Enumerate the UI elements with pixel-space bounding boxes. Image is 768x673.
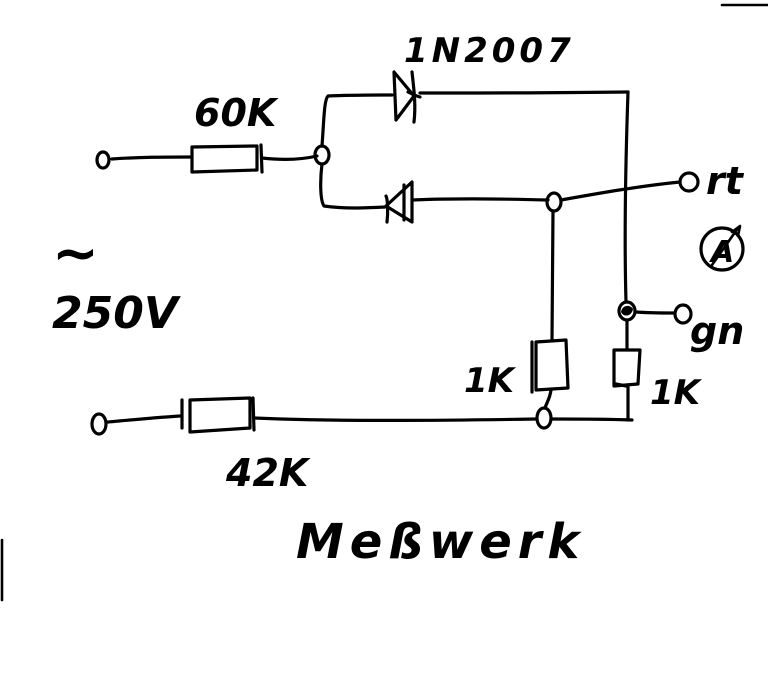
- label-resistor-1k-left: 1K: [464, 361, 517, 401]
- wire-diode-lower-to-node: [410, 197, 550, 202]
- input-terminal-top: [95, 150, 111, 170]
- wire-bottom-rail-right: [550, 417, 634, 422]
- label-terminal-red: rt: [706, 159, 745, 203]
- label-resistor-60k: 60K: [194, 91, 279, 135]
- wire-shunt-left-top: [550, 209, 555, 342]
- input-terminal-bottom: [90, 412, 108, 436]
- junction-green: [617, 300, 637, 322]
- wire-resistor-60k-to-node: [260, 154, 319, 161]
- diode-upper: [392, 70, 422, 124]
- junction-red: [545, 191, 563, 213]
- diode-lower: [384, 180, 414, 224]
- label-supply-voltage: 250V: [52, 288, 181, 339]
- label-terminal-green: gn: [690, 309, 744, 353]
- wire-to-terminal-green: [634, 310, 676, 315]
- wire-to-terminal-red: [559, 180, 682, 202]
- wire-diode-lower-branch: [319, 162, 387, 210]
- wire-shunt-left-bottom: [543, 388, 553, 410]
- label-supply-symbol: ~: [52, 221, 99, 286]
- ammeter-icon: [699, 224, 745, 272]
- label-meter-symbol: A: [709, 235, 734, 270]
- label-resistor-1k-right: 1K: [650, 373, 703, 413]
- wire-input-top: [110, 155, 194, 161]
- wire-bottom-rail: [252, 416, 538, 422]
- resistor-42k: [180, 396, 256, 434]
- terminal-red: [678, 171, 700, 193]
- label-resistor-42k: 42K: [225, 451, 311, 495]
- resistor-1k-left: [530, 338, 570, 394]
- wire-diode-upper-branch: [320, 93, 394, 148]
- resistor-60k: [190, 143, 264, 174]
- junction-bottom-left: [535, 406, 553, 430]
- wire-right-rail: [623, 90, 630, 304]
- wire-input-bottom: [106, 414, 182, 424]
- terminal-green: [673, 303, 693, 325]
- label-diode-type: 1N2007: [404, 31, 575, 71]
- caption-messwerk: Meßwerk: [296, 514, 585, 570]
- wire-diode-upper-to-rail: [418, 90, 630, 95]
- resistor-1k-right: [612, 348, 642, 388]
